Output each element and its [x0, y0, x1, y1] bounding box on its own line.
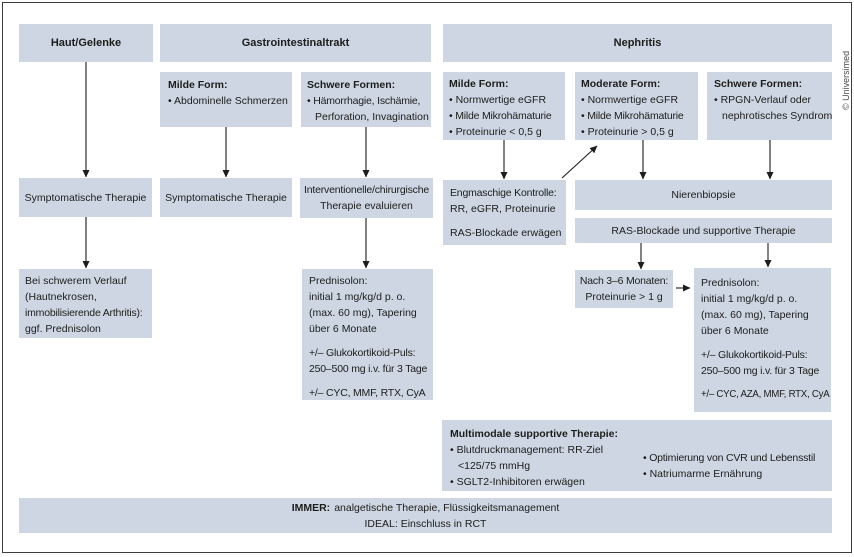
footer-line-ideal: IDEAL: Einschluss in RCT [364, 517, 487, 530]
box-line: initial 1 mg/kg/d p. o. [309, 291, 406, 303]
header-gastrointestinaltrakt: Gastrointestinaltrakt [160, 24, 431, 62]
node-symptomatische-therapie-haut: Symptomatische Therapie [19, 178, 152, 217]
box-line: • Proteinurie > 0,5 g [581, 126, 674, 138]
box-line: Nach 3–6 Monaten: [579, 275, 669, 287]
box-line: • RPGN-Verlauf oder [714, 94, 812, 106]
box-line: • Natriumarme Ernährung [643, 468, 763, 480]
footer-line-immer: IMMER:analgetische Therapie, Flüssigkeit… [292, 500, 560, 516]
box-line: • Milde Mikrohämaturie [581, 110, 684, 122]
box-title: Milde Form: [449, 78, 509, 90]
box-line: Perforation, Invagination [315, 111, 429, 123]
node-gi-schwere-formen: Schwere Formen: • Hämorrhagie, Ischämie,… [301, 72, 431, 127]
box-line: +/– Glukokortikoid-Puls: [309, 347, 416, 359]
copyright-watermark: © Universimed [841, 50, 851, 110]
box-line: • SGLT2-Inhibitoren erwägen [450, 476, 585, 488]
box-line: • Hämorrhagie, Ischämie, [307, 95, 421, 107]
box-line: Bei schwerem Verlauf [25, 275, 127, 287]
supportive-column-right: • Optimierung von CVR und Lebensstil • N… [643, 442, 815, 490]
node-nephritis-milde-form: Milde Form: • Normwertige eGFR • Milde M… [443, 72, 565, 140]
box-line: initial 1 mg/kg/d p. o. [701, 293, 798, 305]
header-label: Gastrointestinaltrakt [241, 37, 350, 49]
box-title: Milde Form: [168, 79, 228, 91]
node-ras-blockade: RAS-Blockade und supportive Therapie [575, 218, 832, 243]
node-symptomatische-therapie-gi: Symptomatische Therapie [160, 178, 292, 217]
box-line: RAS-Blockade und supportive Therapie [611, 224, 796, 237]
box-title: Schwere Formen: [307, 79, 396, 91]
box-line: Interventionelle/chirurgische [304, 184, 429, 196]
box-line: RAS-Blockade erwägen [450, 227, 562, 239]
box-line: Engmaschige Kontrolle: [450, 187, 557, 199]
box-line: Therapie evaluieren [320, 200, 413, 212]
node-prednisolon-nephritis: Prednisolon: initial 1 mg/kg/d p. o. (ma… [694, 268, 831, 412]
box-line: (max. 60 mg), Tapering [701, 309, 809, 321]
box-line: nephrotisches Syndrom [722, 110, 833, 122]
footer-immer-text: analgetische Therapie, Flüssigkeitsmanag… [334, 501, 560, 514]
node-nach-3-6-monaten: Nach 3–6 Monaten: Proteinurie > 1 g [575, 270, 673, 308]
node-interventionelle-therapie: Interventionelle/chirurgische Therapie e… [300, 178, 433, 218]
box-line: • Milde Mikrohämaturie [449, 110, 552, 122]
box-line: • Abdominelle Schmerzen [168, 95, 288, 107]
footer-immer-ideal: IMMER:analgetische Therapie, Flüssigkeit… [19, 498, 832, 533]
node-prednisolon-gi: Prednisolon: initial 1 mg/kg/d p. o. (ma… [302, 269, 433, 400]
box-line: Proteinurie > 1 g [585, 291, 663, 303]
box-line: +/– CYC, MMF, RTX, CyA [309, 387, 426, 399]
header-haut-gelenke: Haut/Gelenke [19, 24, 153, 62]
box-line: (Hautnekrosen, [25, 291, 97, 303]
node-gi-milde-form: Milde Form: • Abdominelle Schmerzen [160, 72, 292, 127]
header-label: Haut/Gelenke [50, 37, 122, 49]
box-line: Symptomatische Therapie [165, 191, 287, 204]
header-label: Nephritis [613, 37, 662, 49]
box-line: • Normwertige eGFR [581, 94, 679, 106]
supportive-column-left: • Blutdruckmanagement: RR-Ziel <125/75 m… [450, 442, 643, 490]
box-title: Multimodale supportive Therapie: [450, 428, 619, 440]
box-line: • Proteinurie < 0,5 g [449, 126, 542, 138]
box-line: 250–500 mg i.v. für 3 Tage [701, 365, 820, 377]
box-line: immobilisierende Arthritis): [25, 307, 143, 319]
node-bei-schwerem-verlauf: Bei schwerem Verlauf (Hautnekrosen, immo… [19, 269, 152, 338]
box-line: 250–500 mg i.v. für 3 Tage [309, 363, 428, 375]
box-line: Prednisolon: [309, 275, 368, 287]
box-line: <125/75 mmHg [458, 460, 531, 472]
box-line: (max. 60 mg), Tapering [309, 307, 417, 319]
node-engmaschige-kontrolle: Engmaschige Kontrolle: RR, eGFR, Protein… [443, 180, 566, 245]
box-title: Schwere Formen: [714, 78, 803, 90]
node-nephritis-schwere-formen: Schwere Formen: • RPGN-Verlauf oder neph… [707, 72, 832, 140]
box-line: Prednisolon: [701, 277, 760, 289]
box-line: +/– CYC, AZA, MMF, RTX, CyA [701, 389, 830, 400]
box-line: +/– Glukokortikoid-Puls: [701, 349, 808, 361]
node-nierenbiopsie: Nierenbiopsie [575, 180, 832, 210]
node-multimodale-supportive-therapie: Multimodale supportive Therapie: • Blutd… [442, 420, 832, 491]
box-line: ggf. Prednisolon [25, 323, 101, 335]
box-line: • Optimierung von CVR und Lebensstil [643, 452, 816, 464]
box-line: Symptomatische Therapie [24, 191, 147, 204]
box-line: RR, eGFR, Proteinurie [450, 203, 556, 215]
box-line: Nierenbiopsie [671, 189, 736, 201]
header-nephritis: Nephritis [443, 24, 832, 62]
box-line: • Normwertige eGFR [449, 94, 547, 106]
footer-immer-label: IMMER: [291, 501, 331, 514]
supportive-columns: • Blutdruckmanagement: RR-Ziel <125/75 m… [450, 442, 824, 490]
box-line: • Blutdruckmanagement: RR-Ziel [450, 444, 604, 456]
box-title: Moderate Form: [581, 78, 661, 90]
box-line: über 6 Monate [701, 325, 769, 337]
node-nephritis-moderate-form: Moderate Form: • Normwertige eGFR • Mild… [575, 72, 698, 140]
box-line: über 6 Monate [309, 323, 377, 335]
